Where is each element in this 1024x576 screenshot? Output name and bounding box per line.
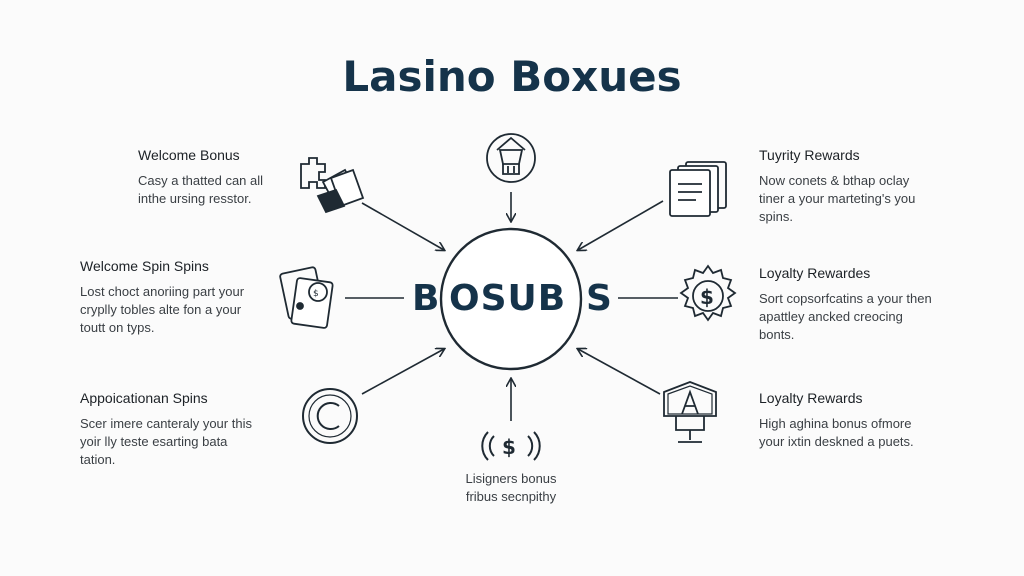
node-heading: Welcome Spin Spins bbox=[80, 258, 209, 274]
node-heading: Tuyrity Rewards bbox=[759, 147, 860, 163]
copyright-coin-icon bbox=[302, 388, 358, 444]
description-line: Scer imere canteraly your this bbox=[80, 416, 252, 431]
description-line: tation. bbox=[80, 452, 116, 467]
hub-text-center: OSUB bbox=[449, 278, 567, 319]
connector-right-bottom bbox=[578, 349, 661, 395]
node-right-mid: Loyalty Rewardes Sort copsorfcatins a yo… bbox=[759, 265, 932, 344]
description-line: spins. bbox=[759, 209, 793, 224]
node-right-bottom: Loyalty Rewards High aghina bonus ofmore… bbox=[759, 390, 914, 451]
node-bottom: Lisigners bonus fribus secnpithy bbox=[411, 470, 611, 506]
node-left-mid: Welcome Spin Spins Lost choct anoriing p… bbox=[80, 258, 244, 337]
node-heading: Loyalty Rewardes bbox=[759, 265, 871, 281]
description-line: your ixtin deskned a puets. bbox=[759, 434, 914, 449]
description-line: Sort copsorfcatins a your then bbox=[759, 291, 932, 306]
description-line: bonts. bbox=[759, 327, 795, 342]
node-description: Casy a thatted can all inthe ursing ress… bbox=[138, 172, 263, 208]
node-heading: Appoicationan Spins bbox=[80, 390, 208, 406]
description-line: apattley ancked creocing bbox=[759, 309, 903, 324]
node-heading: Welcome Bonus bbox=[138, 147, 240, 163]
hub-text-left: B bbox=[412, 278, 441, 319]
node-heading: Loyalty Rewards bbox=[759, 390, 863, 406]
page-title: Lasino Boxues bbox=[342, 52, 682, 101]
documents-icon bbox=[669, 161, 727, 217]
hub-circle bbox=[439, 227, 583, 371]
node-description: Scer imere canteraly your this yoir lly … bbox=[80, 415, 252, 469]
trophy-badge-icon bbox=[486, 133, 536, 183]
description-line: toutt on typs. bbox=[80, 320, 155, 335]
bottom-label-line: Lisigners bonus bbox=[465, 471, 557, 486]
description-line: Casy a thatted can all bbox=[138, 173, 264, 188]
connector-left-bottom bbox=[361, 349, 444, 395]
description-line: Now conets & bthap oclay bbox=[759, 173, 910, 188]
node-description: Lost choct anoriing part your cryplly to… bbox=[80, 283, 244, 337]
description-line: yoir lly teste esarting bata bbox=[80, 434, 228, 449]
node-left-top: Welcome Bonus Casy a thatted can all int… bbox=[138, 147, 263, 208]
node-description: Now conets & bthap oclay tiner a your ma… bbox=[759, 172, 915, 226]
connector-left-top bbox=[361, 202, 444, 250]
node-right-top: Tuyrity Rewards Now conets & bthap oclay… bbox=[759, 147, 915, 226]
dollar-gear-icon: $ bbox=[679, 264, 737, 322]
hub-text-right: S bbox=[586, 278, 613, 319]
bottom-label-line: fribus secnpithy bbox=[465, 489, 557, 504]
node-description: Sort copsorfcatins a your then apattley … bbox=[759, 290, 932, 344]
description-line: tiner a your marteting's you bbox=[759, 191, 916, 206]
description-line: High aghina bonus ofmore bbox=[759, 416, 912, 431]
dollar-signal-icon: $ bbox=[481, 431, 541, 461]
node-description: High aghina bonus ofmore your ixtin desk… bbox=[759, 415, 914, 451]
dice-cards-icon: $ bbox=[279, 266, 334, 329]
svg-text:$: $ bbox=[502, 435, 516, 459]
svg-text:$: $ bbox=[313, 289, 319, 299]
connector-right-top bbox=[578, 200, 664, 250]
svg-text:$: $ bbox=[700, 285, 714, 309]
description-line: cryplly tobles alte fon a your bbox=[80, 302, 242, 317]
description-line: Lost choct anoriing part your bbox=[80, 284, 245, 299]
description-line: inthe ursing resstor. bbox=[138, 191, 252, 206]
puzzle-cards-icon bbox=[300, 157, 365, 214]
node-left-bottom: Appoicationan Spins Scer imere canteraly… bbox=[80, 390, 252, 469]
shield-letter-icon bbox=[663, 381, 717, 443]
